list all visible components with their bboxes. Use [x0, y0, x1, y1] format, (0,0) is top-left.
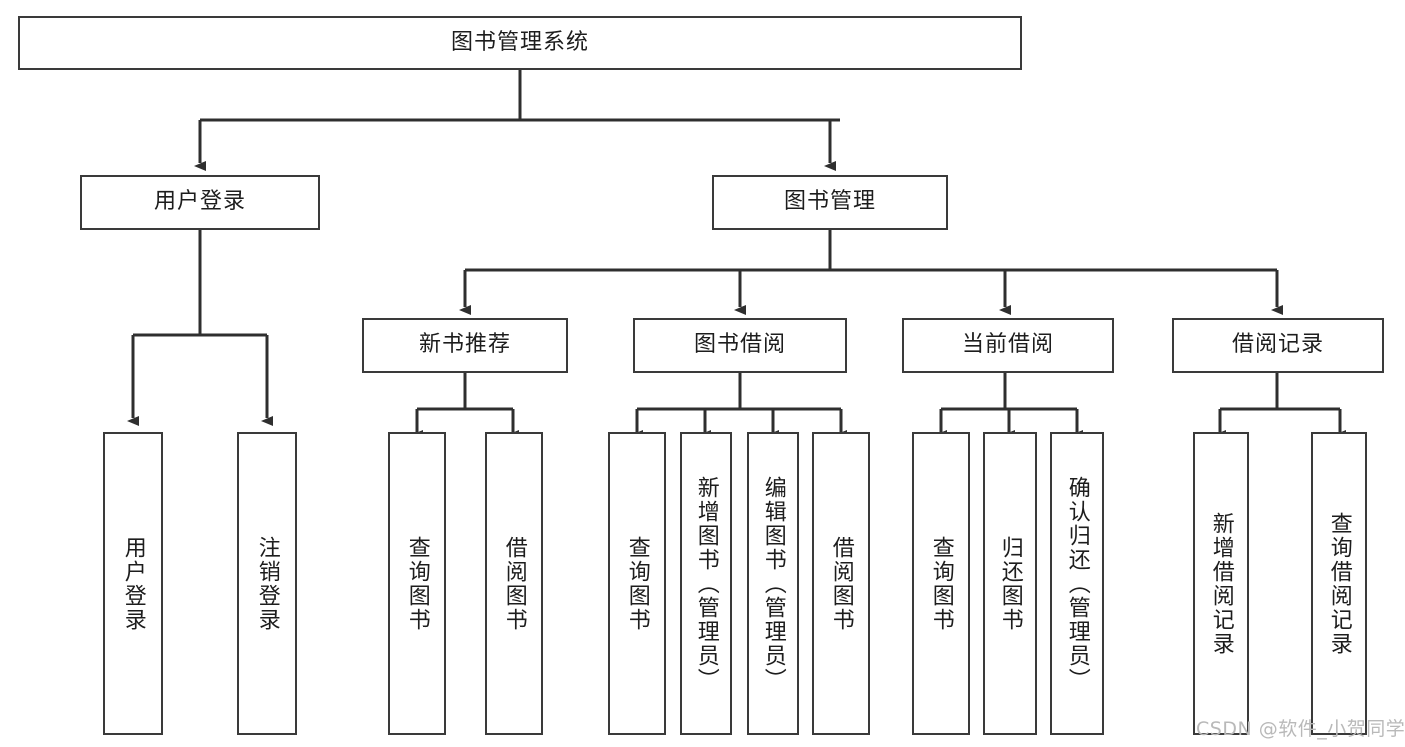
- leaf-user-login[interactable]: 用户登录: [103, 432, 163, 735]
- leaf-return-book[interactable]: 归还图书: [983, 432, 1037, 735]
- leaf-edit-book[interactable]: 编辑图书（管理员）: [747, 432, 799, 735]
- node-book-borrow[interactable]: 图书借阅: [633, 318, 847, 373]
- node-borrow-record[interactable]: 借阅记录: [1172, 318, 1384, 373]
- node-new-book-recommend[interactable]: 新书推荐: [362, 318, 568, 373]
- leaf-query-book-1-label: 查询图书: [404, 535, 430, 632]
- node-current-borrow[interactable]: 当前借阅: [902, 318, 1114, 373]
- leaf-logout[interactable]: 注销登录: [237, 432, 297, 735]
- leaf-borrow-book-2-label: 借阅图书: [828, 535, 854, 632]
- leaf-edit-book-label: 编辑图书（管理员）: [760, 475, 786, 692]
- leaf-add-book-label: 新增图书（管理员）: [693, 475, 719, 692]
- leaf-borrow-book-1[interactable]: 借阅图书: [485, 432, 543, 735]
- node-book-manage[interactable]: 图书管理: [712, 175, 948, 230]
- leaf-logout-label: 注销登录: [254, 535, 280, 632]
- leaf-return-book-label: 归还图书: [997, 535, 1023, 632]
- leaf-query-record[interactable]: 查询借阅记录: [1311, 432, 1367, 735]
- node-book-manage-label: 图书管理: [783, 189, 876, 215]
- leaf-query-book-3-label: 查询图书: [928, 535, 954, 632]
- leaf-query-book-2[interactable]: 查询图书: [608, 432, 666, 735]
- watermark-text: CSDN @软件_小贺同学: [1196, 718, 1405, 740]
- leaf-user-login-label: 用户登录: [120, 535, 146, 632]
- node-root-label: 图书管理系统: [450, 29, 589, 55]
- leaf-add-record-label: 新增借阅记录: [1208, 511, 1234, 656]
- node-current-borrow-label: 当前借阅: [961, 332, 1054, 358]
- leaf-query-book-1[interactable]: 查询图书: [388, 432, 446, 735]
- leaf-add-book[interactable]: 新增图书（管理员）: [680, 432, 732, 735]
- leaf-query-record-label: 查询借阅记录: [1326, 511, 1352, 656]
- node-user-login[interactable]: 用户登录: [80, 175, 320, 230]
- leaf-confirm-return-label: 确认归还（管理员）: [1064, 475, 1090, 692]
- leaf-borrow-book-2[interactable]: 借阅图书: [812, 432, 870, 735]
- node-root[interactable]: 图书管理系统: [18, 16, 1022, 70]
- node-new-book-recommend-label: 新书推荐: [418, 332, 511, 358]
- leaf-add-record[interactable]: 新增借阅记录: [1193, 432, 1249, 735]
- node-user-login-label: 用户登录: [153, 189, 246, 215]
- leaf-borrow-book-1-label: 借阅图书: [501, 535, 527, 632]
- node-book-borrow-label: 图书借阅: [693, 332, 786, 358]
- leaf-query-book-3[interactable]: 查询图书: [912, 432, 970, 735]
- leaf-query-book-2-label: 查询图书: [624, 535, 650, 632]
- leaf-confirm-return[interactable]: 确认归还（管理员）: [1050, 432, 1104, 735]
- node-borrow-record-label: 借阅记录: [1231, 332, 1324, 358]
